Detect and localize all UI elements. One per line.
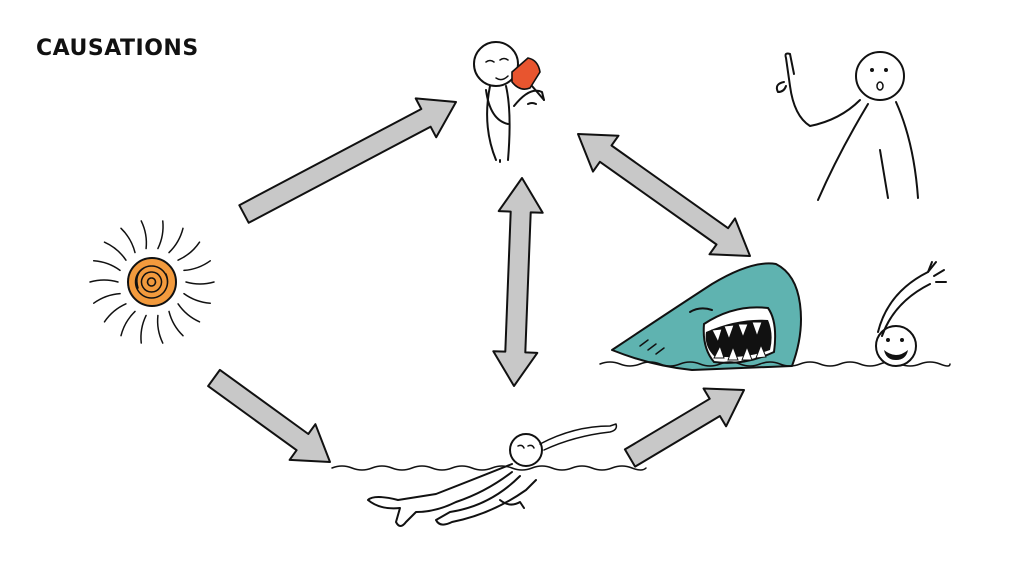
arrow-ice-cream-eater-to-swimmer <box>492 177 544 387</box>
arrow-sun-to-swimmer <box>207 368 331 463</box>
ice-cream-eater-figure <box>473 41 545 163</box>
shark-icon <box>611 262 802 371</box>
arrow-swimmer-to-shark-attack <box>623 387 745 468</box>
sun-icon <box>89 220 215 344</box>
pointing-thinker-figure <box>775 51 919 201</box>
arrow-ice-cream-eater-to-shark-attack <box>577 133 751 257</box>
page-title: CAUSATIONS <box>36 36 199 61</box>
water-line-bottom <box>331 465 647 471</box>
swimmer-figure <box>367 423 618 527</box>
arrows-group <box>207 97 751 468</box>
waving-swimmer-figure <box>875 261 947 367</box>
arrow-sun-to-ice-cream-eater <box>238 97 457 224</box>
